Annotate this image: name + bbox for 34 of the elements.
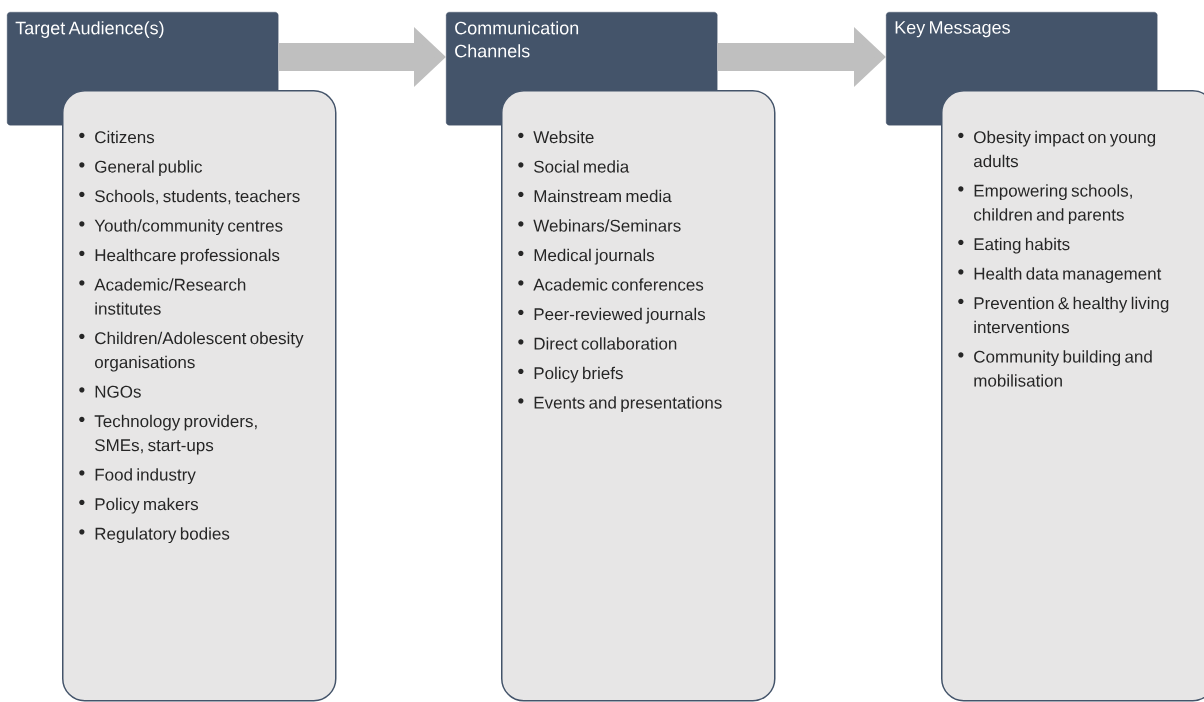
bullet-item: Mainstream media bbox=[518, 189, 672, 203]
bullet-item: Healthcare professionals bbox=[79, 248, 280, 265]
bullet-item: Policy makers bbox=[79, 497, 199, 514]
bullet-item: Youth/community centres bbox=[79, 219, 283, 236]
bullet-item: NGOs bbox=[79, 385, 141, 398]
bullet-item: Policy briefs bbox=[518, 366, 623, 383]
bullet-item: Academic/Research institutes bbox=[79, 278, 246, 315]
bullet-item: Regulatory bodies bbox=[79, 527, 230, 544]
bullet-item: Medical journals bbox=[518, 248, 655, 265]
bullet-item: Social media bbox=[518, 160, 630, 173]
header-title: Communication Channels bbox=[455, 21, 579, 58]
list-box bbox=[941, 90, 1204, 702]
bullet-item: Academic conferences bbox=[518, 278, 704, 291]
list-box bbox=[501, 90, 776, 702]
list-box bbox=[62, 90, 337, 702]
header-title: Key Messages bbox=[895, 21, 1010, 38]
bullet-item: Eating habits bbox=[958, 237, 1070, 254]
bullet-item: Citizens bbox=[79, 130, 155, 144]
bullet-item: Technology providers, SMEs, start-ups bbox=[79, 414, 257, 455]
bullet-item: Health data management bbox=[958, 267, 1162, 284]
bullet-item: Obesity impact on young adults bbox=[958, 130, 1156, 168]
bullet-item: Food industry bbox=[79, 468, 196, 485]
bullet-item: Peer-reviewed journals bbox=[518, 307, 706, 324]
bullet-item: Prevention & healthy living interventions bbox=[958, 296, 1169, 334]
bullet-item: Children/Adolescent obesity organisations bbox=[79, 331, 304, 372]
bullet-item: Direct collaboration bbox=[518, 337, 677, 350]
bullet-item: Website bbox=[518, 130, 594, 144]
bullet-item: Community building and mobilisation bbox=[958, 350, 1152, 387]
bullet-item: Events and presentations bbox=[518, 396, 722, 413]
bullet-item: Empowering schools, children and parents bbox=[958, 184, 1132, 225]
header-title: Target Audience(s) bbox=[15, 21, 164, 38]
bullet-item: General public bbox=[79, 160, 202, 177]
bullet-item: Webinars/Seminars bbox=[518, 219, 681, 232]
bullet-item: Schools, students, teachers bbox=[79, 189, 300, 205]
